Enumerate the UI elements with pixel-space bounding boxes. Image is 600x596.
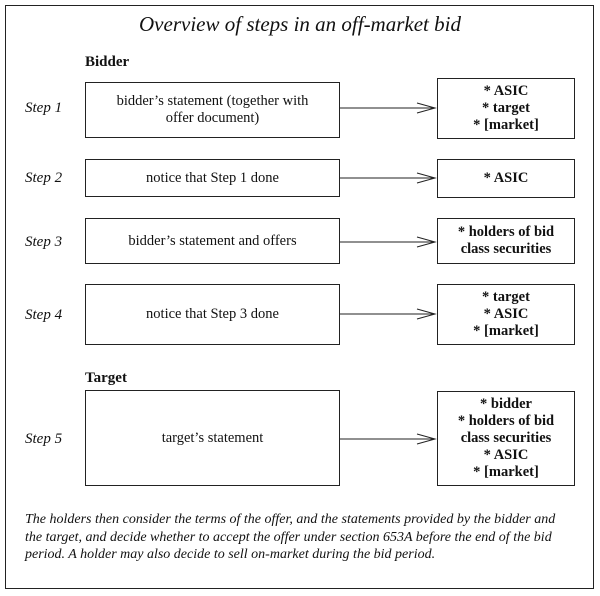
step-4-action-box: notice that Step 3 done (85, 284, 340, 345)
step-4-arrow (340, 308, 437, 320)
step-4-recipient-box: * target * ASIC * [market] (437, 284, 575, 345)
step-2-arrow (340, 172, 437, 184)
step-1-arrow (340, 102, 437, 114)
section-label-bidder: Bidder (85, 54, 130, 70)
step-4-recipient: * ASIC (483, 306, 529, 322)
step-5-recipient: * ASIC (483, 447, 529, 463)
step-1-action-text: bidder’s statement (together with offer … (116, 93, 309, 126)
step-1-recipient-box: * ASIC * target * [market] (437, 78, 575, 139)
step-2-action-text: notice that Step 1 done (146, 169, 279, 186)
step-4-label: Step 4 (25, 307, 63, 323)
step-5-recipient: * [market] (473, 464, 539, 480)
step-1-recipient: * target (482, 100, 530, 116)
step-2-action-box: notice that Step 1 done (85, 159, 340, 197)
step-3-recipient-box: * holders of bid class securities (437, 218, 575, 264)
step-1-label: Step 1 (25, 100, 63, 116)
step-3-action-text: bidder’s statement and offers (128, 232, 297, 249)
step-5-label: Step 5 (25, 431, 63, 447)
diagram-title: Overview of steps in an off-market bid (139, 12, 461, 36)
step-1-recipient: * ASIC (483, 83, 529, 99)
step-5-recipient: * holders of bid class securities (457, 413, 555, 446)
step-2-recipient: * ASIC (483, 170, 529, 186)
step-4-action-text: notice that Step 3 done (146, 306, 279, 322)
step-1-action-box: bidder’s statement (together with offer … (85, 82, 340, 138)
step-4-recipient: * [market] (473, 323, 539, 339)
step-5-action-text: target’s statement (161, 429, 264, 446)
step-3-label: Step 3 (25, 234, 63, 250)
step-5-arrow (340, 433, 437, 445)
step-1-recipient: * [market] (473, 117, 539, 133)
step-3-arrow (340, 236, 437, 248)
step-3-action-box: bidder’s statement and offers (85, 218, 340, 264)
step-5-recipient: * bidder (480, 396, 532, 412)
step-5-recipient-box: * bidder * holders of bid class securiti… (437, 391, 575, 486)
diagram-frame (5, 5, 594, 589)
section-label-target: Target (85, 370, 127, 386)
step-2-recipient-box: * ASIC (437, 159, 575, 198)
step-3-recipient: * holders of bid class securities (457, 224, 555, 257)
footer-note: The holders then consider the terms of t… (25, 512, 556, 562)
step-4-recipient: * target (482, 289, 530, 305)
step-2-label: Step 2 (25, 170, 63, 186)
step-5-action-box: target’s statement (85, 390, 340, 486)
